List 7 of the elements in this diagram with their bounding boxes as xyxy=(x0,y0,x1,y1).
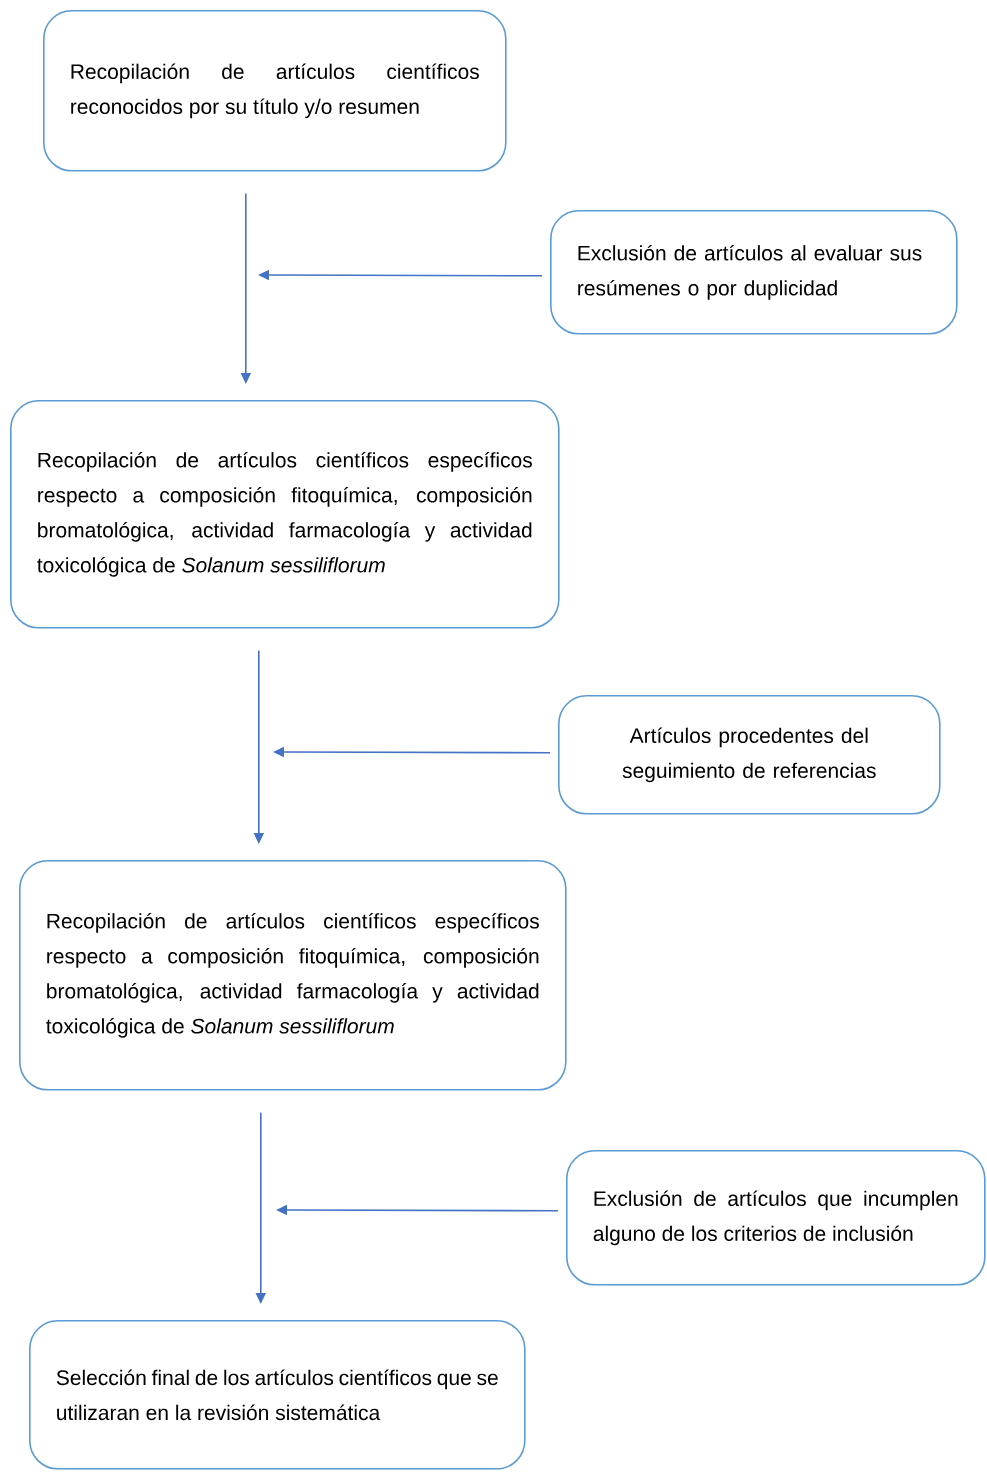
process-box: Exclusión de artículos que incumplen alguno de los criterios de inclusión xyxy=(566,1150,986,1286)
process-box: Artículos procedentes del seguimiento de referencias xyxy=(558,695,941,815)
process-box: Selección final de los artículos científicos que se utilizaran en la revisión sistemática xyxy=(29,1320,526,1470)
process-box: Recopilación de artículos científicos específicos respecto a composición fitoquímica, composición bromatológica, actividad farmacología y actividad toxicológica de Solanum sessiliflorum xyxy=(10,400,560,629)
process-box: Recopilación de artículos científicos específicos respecto a composición fitoquímica, composición bromatológica, actividad farmacología y actividad toxicológica de Solanum sessiliflorum xyxy=(19,860,567,1091)
process-box: Recopilación de artículos científicos reconocidos por su título y/o resumen xyxy=(43,10,507,172)
process-box: Exclusión de artículos al evaluar sus resúmenes o por duplicidad xyxy=(550,210,958,335)
